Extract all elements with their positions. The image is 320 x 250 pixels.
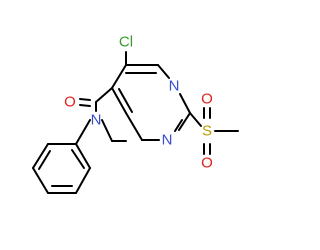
atom-label-o: O	[201, 155, 213, 172]
bond	[32, 167, 49, 194]
atom-label-o: O	[201, 91, 213, 108]
pyrimidine-ring	[111, 64, 191, 141]
atom-label-n: N	[169, 78, 180, 95]
atom-label-s: S	[202, 123, 212, 140]
molecule-structure: Cl N N S O O O N	[32, 34, 239, 194]
bond	[178, 112, 191, 131]
bond	[95, 87, 113, 103]
methylsulfonyl-group	[189, 107, 239, 155]
bond	[189, 112, 202, 127]
bond	[118, 88, 133, 113]
atom-label-n: N	[91, 112, 102, 129]
bond	[111, 87, 127, 114]
bond	[101, 119, 113, 142]
bond	[179, 93, 191, 114]
bond	[125, 112, 143, 141]
atom-label-n: N	[162, 132, 173, 149]
bond	[32, 143, 49, 169]
bond	[75, 143, 91, 169]
bond	[79, 98, 91, 101]
atom-label-cl: Cl	[119, 34, 133, 51]
phenyl-ring	[32, 143, 91, 194]
bond	[157, 64, 170, 79]
bond	[38, 150, 51, 170]
bond	[174, 119, 183, 132]
atom-label-o: O	[64, 94, 76, 111]
bond	[75, 119, 91, 145]
bond	[79, 104, 91, 107]
carboxamide-group	[75, 87, 127, 145]
bond	[71, 149, 85, 169]
bond	[75, 167, 91, 194]
bond	[111, 64, 127, 89]
